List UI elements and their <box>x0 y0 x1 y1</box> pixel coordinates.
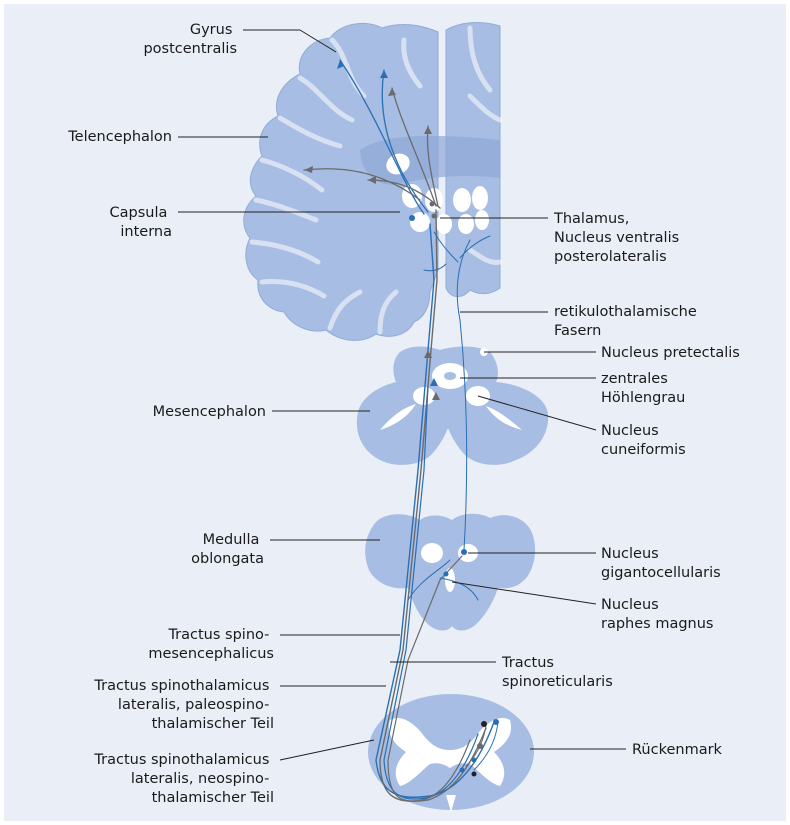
label-nucleus-raphes-magnus: Nucleus raphes magnus <box>601 597 713 632</box>
label-tractus-neospinothalamicus: Tractus spinothalamicus lateralis, neosp… <box>93 752 274 806</box>
label-nucleus-gigantocellularis: Nucleus gigantocellularis <box>601 546 721 581</box>
label-mesencephalon: Mesencephalon <box>153 404 266 420</box>
label-telencephalon: Telencephalon <box>67 129 172 145</box>
label-medulla-oblongata: Medulla oblongata <box>191 532 264 567</box>
label-rueckenmark: Rückenmark <box>632 742 723 758</box>
medulla-section <box>365 514 535 631</box>
label-capsula-interna: Capsula interna <box>110 205 172 240</box>
label-nucleus-pretectalis: Nucleus pretectalis <box>601 345 740 361</box>
label-tractus-paleospinothalamicus: Tractus spinothalamicus lateralis, paleo… <box>93 678 274 732</box>
label-thalamus: Thalamus, Nucleus ventralis posterolater… <box>553 211 684 265</box>
label-retikulothalamische-fasern: retikulothalamische Fasern <box>554 304 701 339</box>
mesencephalon-section <box>357 347 548 465</box>
olive-left <box>421 543 443 563</box>
aqueduct-lumen <box>444 372 456 380</box>
label-tractus-spinomesencephalicus: Tractus spino- mesencephalicus <box>148 627 274 662</box>
label-nucleus-cuneiformis: Nucleus cuneiformis <box>601 423 686 458</box>
label-gyrus-postcentralis: Gyrus postcentralis <box>143 22 237 57</box>
label-tractus-spinoreticularis: Tractus spinoreticularis <box>501 655 613 690</box>
label-zentrales-hoehlengrau: zentrales Höhlengrau <box>601 371 685 406</box>
spinal-cord-section <box>368 694 534 812</box>
